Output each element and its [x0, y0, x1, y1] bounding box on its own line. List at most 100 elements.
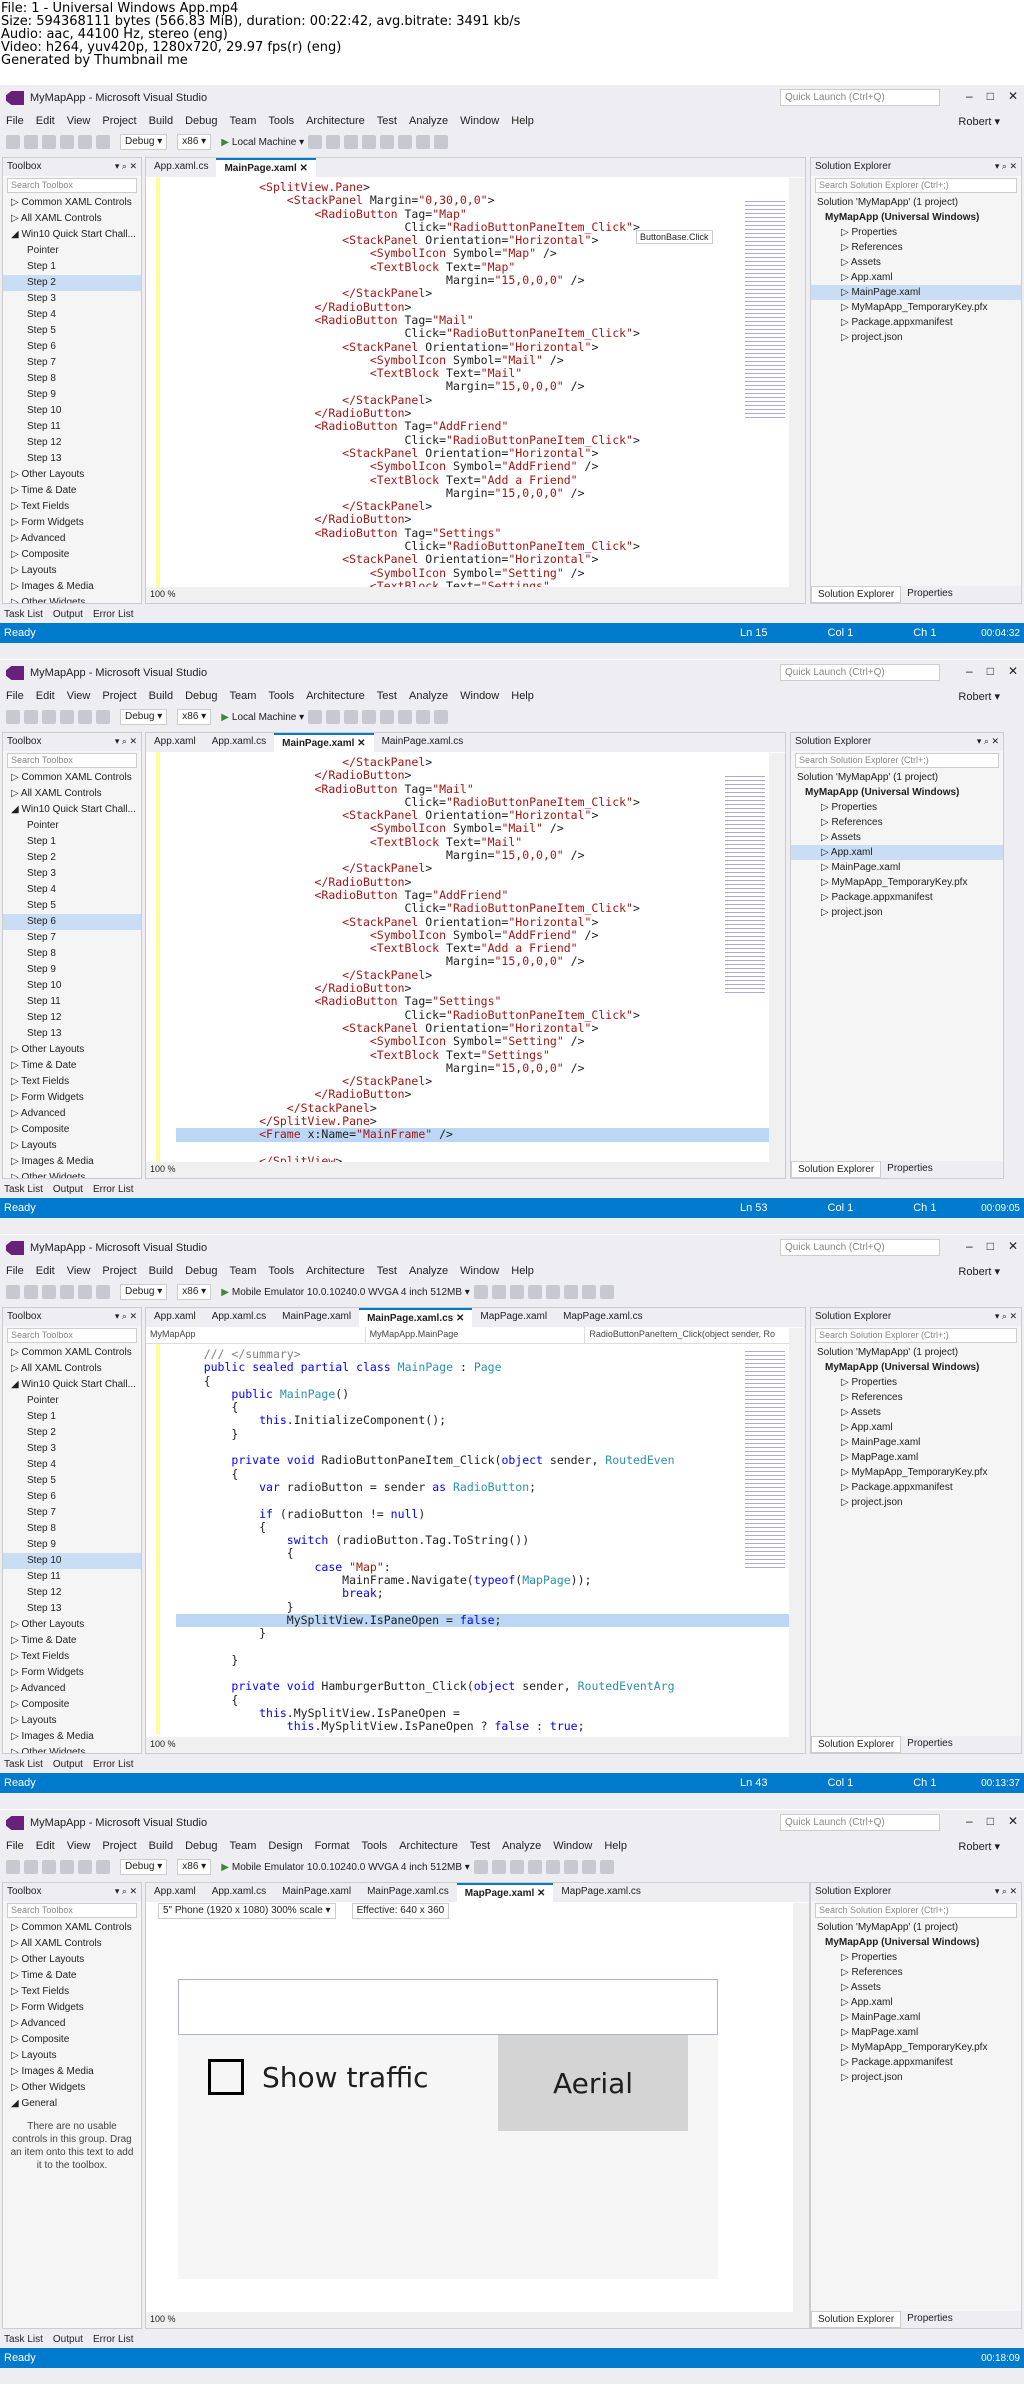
toolbox-item[interactable]: Step 10 — [3, 1553, 141, 1569]
menu-item[interactable]: Window — [553, 1840, 593, 1852]
solution-explorer-tab[interactable]: Solution Explorer — [811, 2311, 902, 2328]
solution-item[interactable]: ▷ MyMapApp_TemporaryKey.pfx — [841, 1467, 988, 1478]
menu-item[interactable]: Test — [376, 115, 397, 127]
toolbox-item[interactable]: ▷ Composite — [11, 2034, 70, 2045]
solution-item[interactable]: ▷ MapPage.xaml — [841, 1452, 919, 1463]
toolbox-item[interactable]: Step 7 — [27, 1507, 56, 1518]
menu-item[interactable]: Edit — [35, 690, 55, 702]
solution-item[interactable]: ▷ project.json — [841, 1497, 903, 1508]
toolbox-item[interactable]: ▷ Images & Media — [11, 1156, 94, 1167]
toolbox-item[interactable]: ▷ Form Widgets — [11, 1667, 84, 1678]
menu-item[interactable]: File — [6, 690, 24, 702]
properties-tab[interactable]: Properties — [907, 1738, 953, 1749]
menu-item[interactable]: Help — [604, 1840, 627, 1852]
toolbox-item[interactable]: ◢ Win10 Quick Start Chall... — [11, 229, 136, 240]
doc-tab[interactable]: App.xaml — [154, 1886, 196, 1897]
run-button[interactable]: Mobile Emulator 10.0.10240.0 WVGA 4 inch… — [221, 1862, 470, 1873]
toolbox-item[interactable]: Step 6 — [27, 1491, 56, 1502]
menu-item[interactable]: Architecture — [399, 1840, 458, 1852]
menu-item[interactable]: Architecture — [306, 1265, 365, 1277]
toolbar-icon[interactable] — [42, 710, 56, 724]
toolbar-icon[interactable] — [6, 710, 20, 724]
close-icon[interactable]: ✕ — [1007, 664, 1018, 678]
toolbox-item[interactable]: Step 11 — [27, 421, 61, 432]
toolbar-icon[interactable] — [96, 710, 110, 724]
solution-explorer-tab[interactable]: Solution Explorer — [791, 1161, 882, 1178]
solution-item[interactable]: ▷ App.xaml — [791, 845, 1003, 860]
toolbox-item[interactable]: ▷ Time & Date — [11, 1060, 77, 1071]
menu-item[interactable]: Tools — [361, 1840, 388, 1852]
toolbox-item[interactable]: ▷ Time & Date — [11, 1970, 77, 1981]
close-icon[interactable]: ✕ — [1007, 1239, 1018, 1253]
menu-item[interactable]: Analyze — [408, 1265, 449, 1277]
doc-tab[interactable]: App.xaml.cs — [211, 1311, 267, 1322]
toolbox-item[interactable]: Step 13 — [27, 1028, 62, 1039]
toolbox-item[interactable]: ◢ General — [11, 2098, 58, 2109]
toolbox-item[interactable]: ▷ Other Widgets — [11, 2082, 86, 2093]
properties-tab[interactable]: Properties — [887, 1163, 933, 1174]
toolbox-item[interactable]: ▷ Layouts — [11, 1140, 57, 1151]
menu-item[interactable]: Window — [460, 1265, 500, 1277]
solution-item[interactable]: ▷ References — [841, 1392, 903, 1403]
toolbox-item[interactable]: Step 7 — [27, 932, 56, 943]
toolbar-icon[interactable] — [42, 1285, 56, 1299]
properties-tab[interactable]: Properties — [907, 588, 953, 599]
maximize-icon[interactable]: □ — [986, 664, 994, 678]
config-select[interactable]: Debug ▾ — [120, 1284, 168, 1300]
zoom-level[interactable]: 100 % — [146, 587, 805, 603]
menu-item[interactable]: Design — [268, 1840, 303, 1852]
toolbox-item[interactable]: Step 7 — [27, 357, 56, 368]
pin-icon[interactable]: ▾ ⌕ ✕ — [114, 736, 137, 746]
toolbox-item[interactable]: Pointer — [27, 820, 59, 831]
toolbar-icon[interactable] — [416, 710, 431, 724]
tool-tab[interactable]: Output — [52, 608, 83, 620]
menu-item[interactable]: View — [66, 1840, 91, 1852]
menu-item[interactable]: Test — [376, 690, 397, 702]
toolbox-item[interactable]: Step 2 — [3, 275, 141, 291]
toolbox-item[interactable]: ▷ All XAML Controls — [11, 1363, 102, 1374]
pin-icon[interactable]: ▾ ⌕ ✕ — [114, 1886, 137, 1896]
toolbox-item[interactable]: Step 13 — [27, 1603, 62, 1614]
solution-item[interactable]: ▷ App.xaml — [841, 1422, 893, 1433]
minimize-icon[interactable]: – — [966, 1239, 973, 1253]
menu-item[interactable]: Project — [102, 1265, 137, 1277]
solution-item[interactable]: ▷ MainPage.xaml — [811, 285, 1021, 300]
menu-item[interactable]: View — [66, 115, 91, 127]
toolbar-icon[interactable] — [473, 1860, 488, 1874]
tool-tab[interactable]: Task List — [4, 1183, 43, 1195]
vertical-scrollbar[interactable] — [769, 753, 785, 1163]
aerial-button[interactable]: Aerial — [498, 2035, 688, 2131]
toolbar-icon[interactable] — [599, 1860, 614, 1874]
menu-item[interactable]: Team — [229, 115, 257, 127]
solution-item[interactable]: MyMapApp (Universal Windows) — [805, 787, 960, 798]
toolbar-icon[interactable] — [6, 135, 20, 149]
toolbox-item[interactable]: Step 11 — [27, 996, 61, 1007]
toolbox-search[interactable]: Search Toolbox — [7, 753, 137, 768]
tool-tab[interactable]: Error List — [92, 2333, 134, 2345]
toolbar-icon[interactable] — [6, 1860, 20, 1874]
toolbox-item[interactable]: ▷ Time & Date — [11, 485, 77, 496]
solution-item[interactable]: ▷ MainPage.xaml — [841, 1437, 921, 1448]
toolbar-icon[interactable] — [527, 1285, 542, 1299]
toolbox-item[interactable]: ▷ Layouts — [11, 2050, 57, 2061]
vertical-scrollbar[interactable] — [789, 1328, 805, 1738]
toolbar-icon[interactable] — [380, 135, 395, 149]
toolbar-icon[interactable] — [24, 1285, 38, 1299]
toolbox-item[interactable]: ▷ Text Fields — [11, 1076, 70, 1087]
platform-select[interactable]: x86 ▾ — [177, 1859, 212, 1875]
properties-tab[interactable]: Properties — [907, 2313, 953, 2324]
solexp-search[interactable]: Search Solution Explorer (Ctrl+;) — [815, 1328, 1017, 1343]
toolbox-item[interactable]: ▷ Text Fields — [11, 1651, 70, 1662]
pin-icon[interactable]: ▾ ⌕ ✕ — [994, 1886, 1017, 1896]
toolbox-item[interactable]: ▷ Other Widgets — [11, 1747, 86, 1754]
toolbar-icon[interactable] — [434, 135, 449, 149]
solution-explorer-tab[interactable]: Solution Explorer — [811, 586, 902, 603]
doc-tab[interactable]: App.xaml.cs — [154, 161, 209, 172]
toolbar-icon[interactable] — [78, 1860, 92, 1874]
tool-tab[interactable]: Error List — [92, 1758, 134, 1770]
toolbox-item[interactable]: Pointer — [27, 1395, 59, 1406]
quick-launch-input[interactable]: Quick Launch (Ctrl+Q) — [780, 1814, 940, 1831]
show-traffic-checkbox[interactable] — [208, 2059, 244, 2095]
toolbar-icon[interactable] — [78, 1285, 92, 1299]
toolbox-item[interactable]: Step 13 — [27, 453, 62, 464]
